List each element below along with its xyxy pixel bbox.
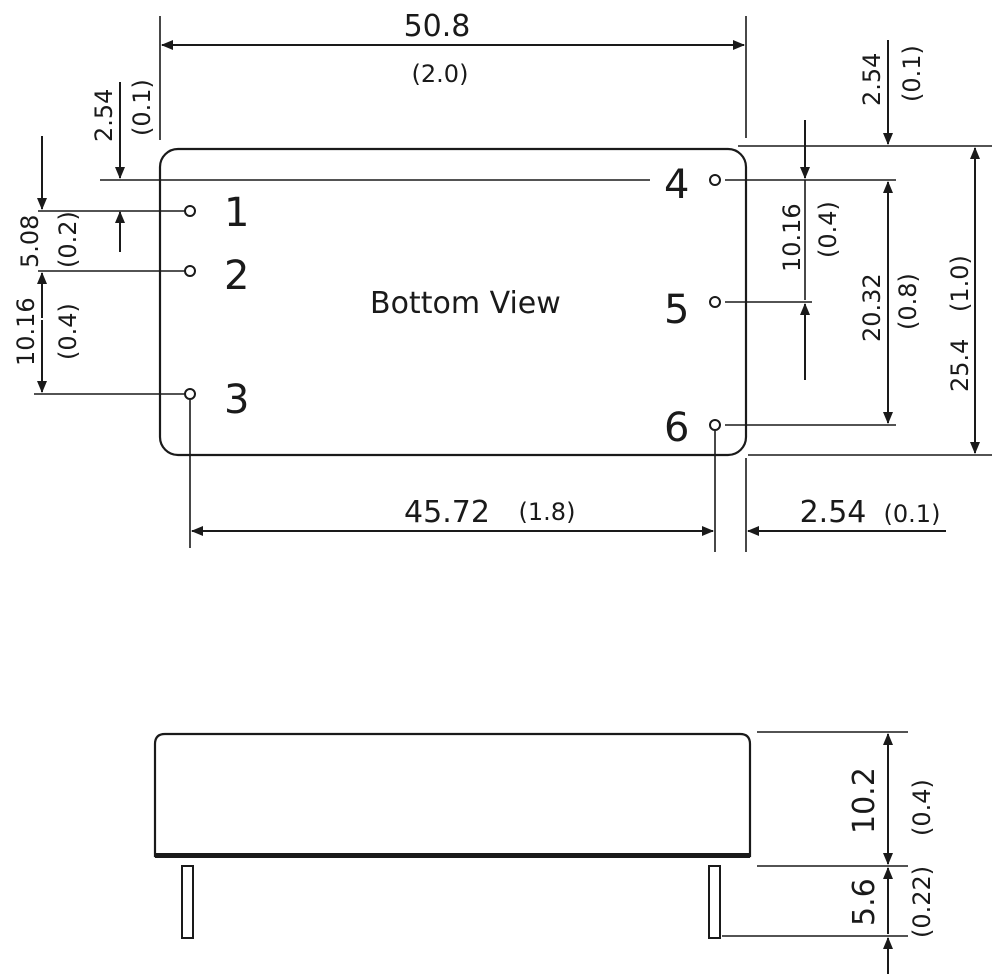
total-height-mm: 25.4	[946, 339, 974, 392]
pin-1-hole	[184, 205, 196, 217]
pin-5-label: 5	[664, 287, 689, 333]
pin4-pin6-mm: 20.32	[858, 273, 886, 342]
pin-4-label: 4	[664, 162, 689, 208]
pin1-pin2-in: (0.2)	[54, 211, 82, 268]
module-base-line	[155, 853, 750, 858]
side-view: 10.2 (0.4) 5.6 (0.22)	[153, 731, 936, 974]
right-edge-offset-mm: 2.54	[800, 495, 867, 530]
pin4-pin6-in: (0.8)	[894, 273, 922, 330]
right-edge-offset-in: (0.1)	[884, 500, 941, 528]
module-outline-side-view	[153, 732, 752, 858]
pin-row-span-in: (1.8)	[519, 498, 576, 526]
pin-3-hole	[184, 388, 196, 400]
pin-1-label: 1	[224, 190, 249, 236]
pin-5-hole	[709, 296, 721, 308]
left-top-offset-mm: 2.54	[90, 89, 118, 142]
pin-4-hole	[709, 174, 721, 186]
pin1-pin2-mm: 5.08	[16, 215, 44, 268]
pin-2-label: 2	[224, 253, 249, 299]
pin2-pin3-mm: 10.16	[12, 297, 40, 366]
pin-6-hole	[709, 419, 721, 431]
total-height-in: (1.0)	[946, 255, 974, 312]
body-height-mm: 10.2	[847, 767, 882, 834]
pin-3-label: 3	[224, 377, 249, 423]
right-top-offset-in: (0.1)	[898, 45, 926, 102]
right-pin	[708, 865, 721, 939]
body-height-in: (0.4)	[908, 779, 936, 836]
bottom-view: 1 2 3 4 5 6 Bottom View 50.8 (2.0) 2.54 …	[12, 9, 992, 552]
width-in: (2.0)	[412, 60, 469, 88]
pin2-pin3-in: (0.4)	[54, 303, 82, 360]
pin-length-in: (0.22)	[908, 866, 936, 938]
right-top-offset-mm: 2.54	[858, 53, 886, 106]
pin-length-mm: 5.6	[847, 878, 882, 926]
pin4-pin5-in: (0.4)	[814, 201, 842, 258]
left-pin	[181, 865, 194, 939]
left-top-offset-in: (0.1)	[128, 79, 156, 136]
pin-6-label: 6	[664, 405, 689, 451]
view-label: Bottom View	[370, 286, 561, 321]
pin-2-hole	[184, 265, 196, 277]
pin4-pin5-mm: 10.16	[778, 203, 806, 272]
pin-row-span-mm: 45.72	[404, 495, 490, 530]
width-mm: 50.8	[404, 9, 471, 44]
